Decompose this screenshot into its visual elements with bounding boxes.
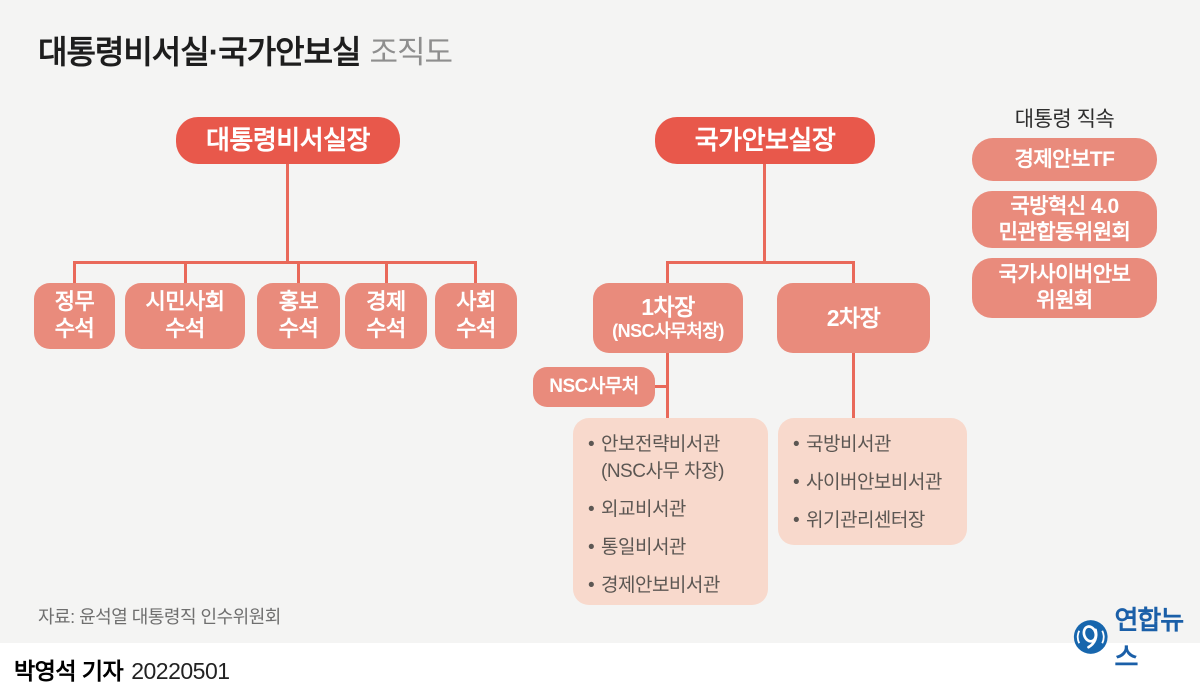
connector-line	[73, 261, 76, 283]
presidential-direct-label: 대통령 직속	[1014, 108, 1115, 131]
box-sublabel: (NSC사무처장)	[612, 321, 724, 342]
presidential-direct-box: 경제안보TF	[972, 138, 1157, 181]
box-label: 2차장	[826, 304, 881, 331]
list-item-label: 경제안보비서관	[601, 575, 720, 596]
list-item-label: 사이버안보비서관	[806, 472, 942, 493]
senior-secretary-box: 홍보 수석	[257, 283, 340, 349]
box-nsc-office: NSC사무처	[533, 367, 655, 407]
connector-line	[385, 261, 388, 283]
reporter-name: 박영석 기자	[14, 658, 124, 684]
list-item-label: 외교비서관	[601, 499, 686, 520]
connector-line	[763, 162, 766, 263]
bullet-icon: •	[793, 434, 800, 455]
list-item: • 통일비서관	[588, 534, 758, 561]
bullet-icon: •	[588, 499, 595, 520]
bullet-icon: •	[588, 434, 595, 455]
list-item-label: 국방비서관	[806, 434, 891, 455]
connector-line	[184, 261, 187, 283]
second-deputy-units-list: • 국방비서관 • 사이버안보비서관 • 위기관리센터장	[778, 418, 967, 545]
box-label: 국가안보실장	[694, 124, 836, 155]
connector-line	[297, 261, 300, 283]
list-item-label: 안보전략비서관 (NSC사무 차장)	[601, 434, 724, 482]
bullet-icon: •	[588, 537, 595, 558]
connector-line	[286, 162, 289, 263]
box-second-deputy: 2차장	[777, 283, 930, 353]
list-item-label: 위기관리센터장	[806, 510, 925, 531]
list-item-label: 통일비서관	[601, 537, 686, 558]
list-item: • 사이버안보비서관	[793, 469, 957, 496]
list-item: • 위기관리센터장	[793, 507, 957, 534]
connector-line	[666, 261, 855, 264]
list-item: • 경제안보비서관	[588, 572, 758, 599]
connector-line	[650, 385, 668, 388]
box-presidential-secretariat-chief: 대통령비서실장	[176, 117, 400, 164]
connector-line	[852, 261, 855, 283]
byline: 박영석 기자 20220501	[14, 652, 230, 686]
connector-line	[474, 261, 477, 283]
senior-secretary-box: 사회 수석	[435, 283, 517, 349]
list-item: • 안보전략비서관 (NSC사무 차장)	[588, 431, 758, 485]
first-deputy-units-list: • 안보전략비서관 (NSC사무 차장) • 외교비서관 • 통일비서관 • 경…	[573, 418, 768, 605]
source-note: 자료: 윤석열 대통령직 인수위원회	[38, 607, 281, 627]
yonhap-logo: 연합뉴스	[1073, 600, 1200, 674]
publish-date: 20220501	[131, 658, 230, 684]
presidential-direct-box: 국방혁신 4.0 민관합동위원회	[972, 191, 1157, 248]
box-first-deputy: 1차장 (NSC사무처장)	[593, 283, 743, 353]
box-label: NSC사무처	[549, 376, 639, 398]
bullet-icon: •	[793, 510, 800, 531]
box-label: 1차장	[641, 294, 695, 320]
box-national-security-office-chief: 국가안보실장	[655, 117, 875, 164]
title-sub: 조직도	[369, 35, 454, 70]
box-label: 대통령비서실장	[206, 124, 370, 155]
list-item: • 외교비서관	[588, 496, 758, 523]
senior-secretary-box: 시민사회 수석	[125, 283, 245, 349]
title-main: 대통령비서실·국가안보실	[38, 34, 361, 70]
bullet-icon: •	[793, 472, 800, 493]
connector-line	[852, 353, 855, 418]
list-item: • 국방비서관	[793, 431, 957, 458]
senior-secretary-box: 정무 수석	[34, 283, 115, 349]
bullet-icon: •	[588, 575, 595, 596]
yonhap-logo-text: 연합뉴스	[1114, 605, 1184, 672]
senior-secretary-box: 경제 수석	[345, 283, 427, 349]
presidential-direct-box: 국가사이버안보 위원회	[972, 258, 1157, 318]
connector-line	[73, 261, 477, 264]
yonhap-logo-icon	[1073, 620, 1108, 654]
connector-line	[666, 261, 669, 283]
